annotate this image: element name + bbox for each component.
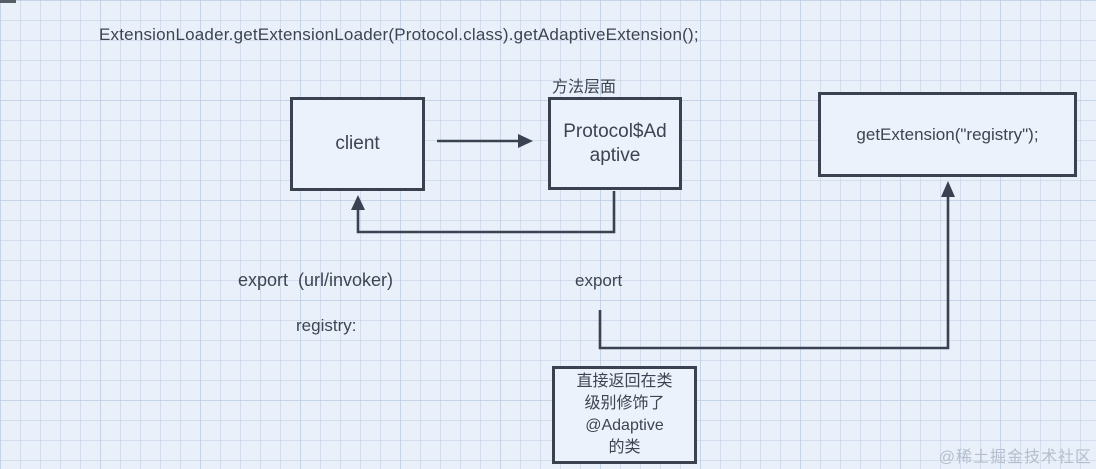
export-url-invoker-label: export (url/invoker) xyxy=(238,270,394,290)
connector-adaptive-to-client xyxy=(351,191,616,234)
export-label: export xyxy=(575,271,623,290)
node-adaptive-note-line2: 级别修饰了 xyxy=(584,395,665,412)
node-get-extension: getExtension("registry"); xyxy=(818,92,1077,177)
node-client: client xyxy=(290,97,425,191)
node-adaptive-note-line3: @Adaptive xyxy=(585,417,664,434)
node-adaptive-note: 直接返回在类 级别修饰了 @Adaptive 的类 xyxy=(552,366,697,464)
watermark: @稀土掘金技术社区 xyxy=(938,449,1092,466)
code-line: ExtensionLoader.getExtensionLoader(Proto… xyxy=(99,25,699,44)
node-adaptive-note-line1: 直接返回在类 xyxy=(576,373,673,390)
connector-export-to-get-extension xyxy=(598,181,955,350)
node-adaptive-note-line4: 的类 xyxy=(608,439,641,456)
method-level-label: 方法层面 xyxy=(552,79,617,96)
node-get-extension-label: getExtension("registry"); xyxy=(856,124,1039,144)
node-protocol-adaptive-label-line2: aptive xyxy=(589,144,641,166)
registry-label: registry: xyxy=(296,316,357,335)
node-client-label: client xyxy=(335,133,380,154)
node-protocol-adaptive: Protocol$Ad aptive xyxy=(548,97,682,190)
top-left-crop-artifact xyxy=(0,0,16,3)
node-protocol-adaptive-label-line1: Protocol$Ad xyxy=(563,120,667,142)
connector-client-to-adaptive xyxy=(437,134,533,148)
